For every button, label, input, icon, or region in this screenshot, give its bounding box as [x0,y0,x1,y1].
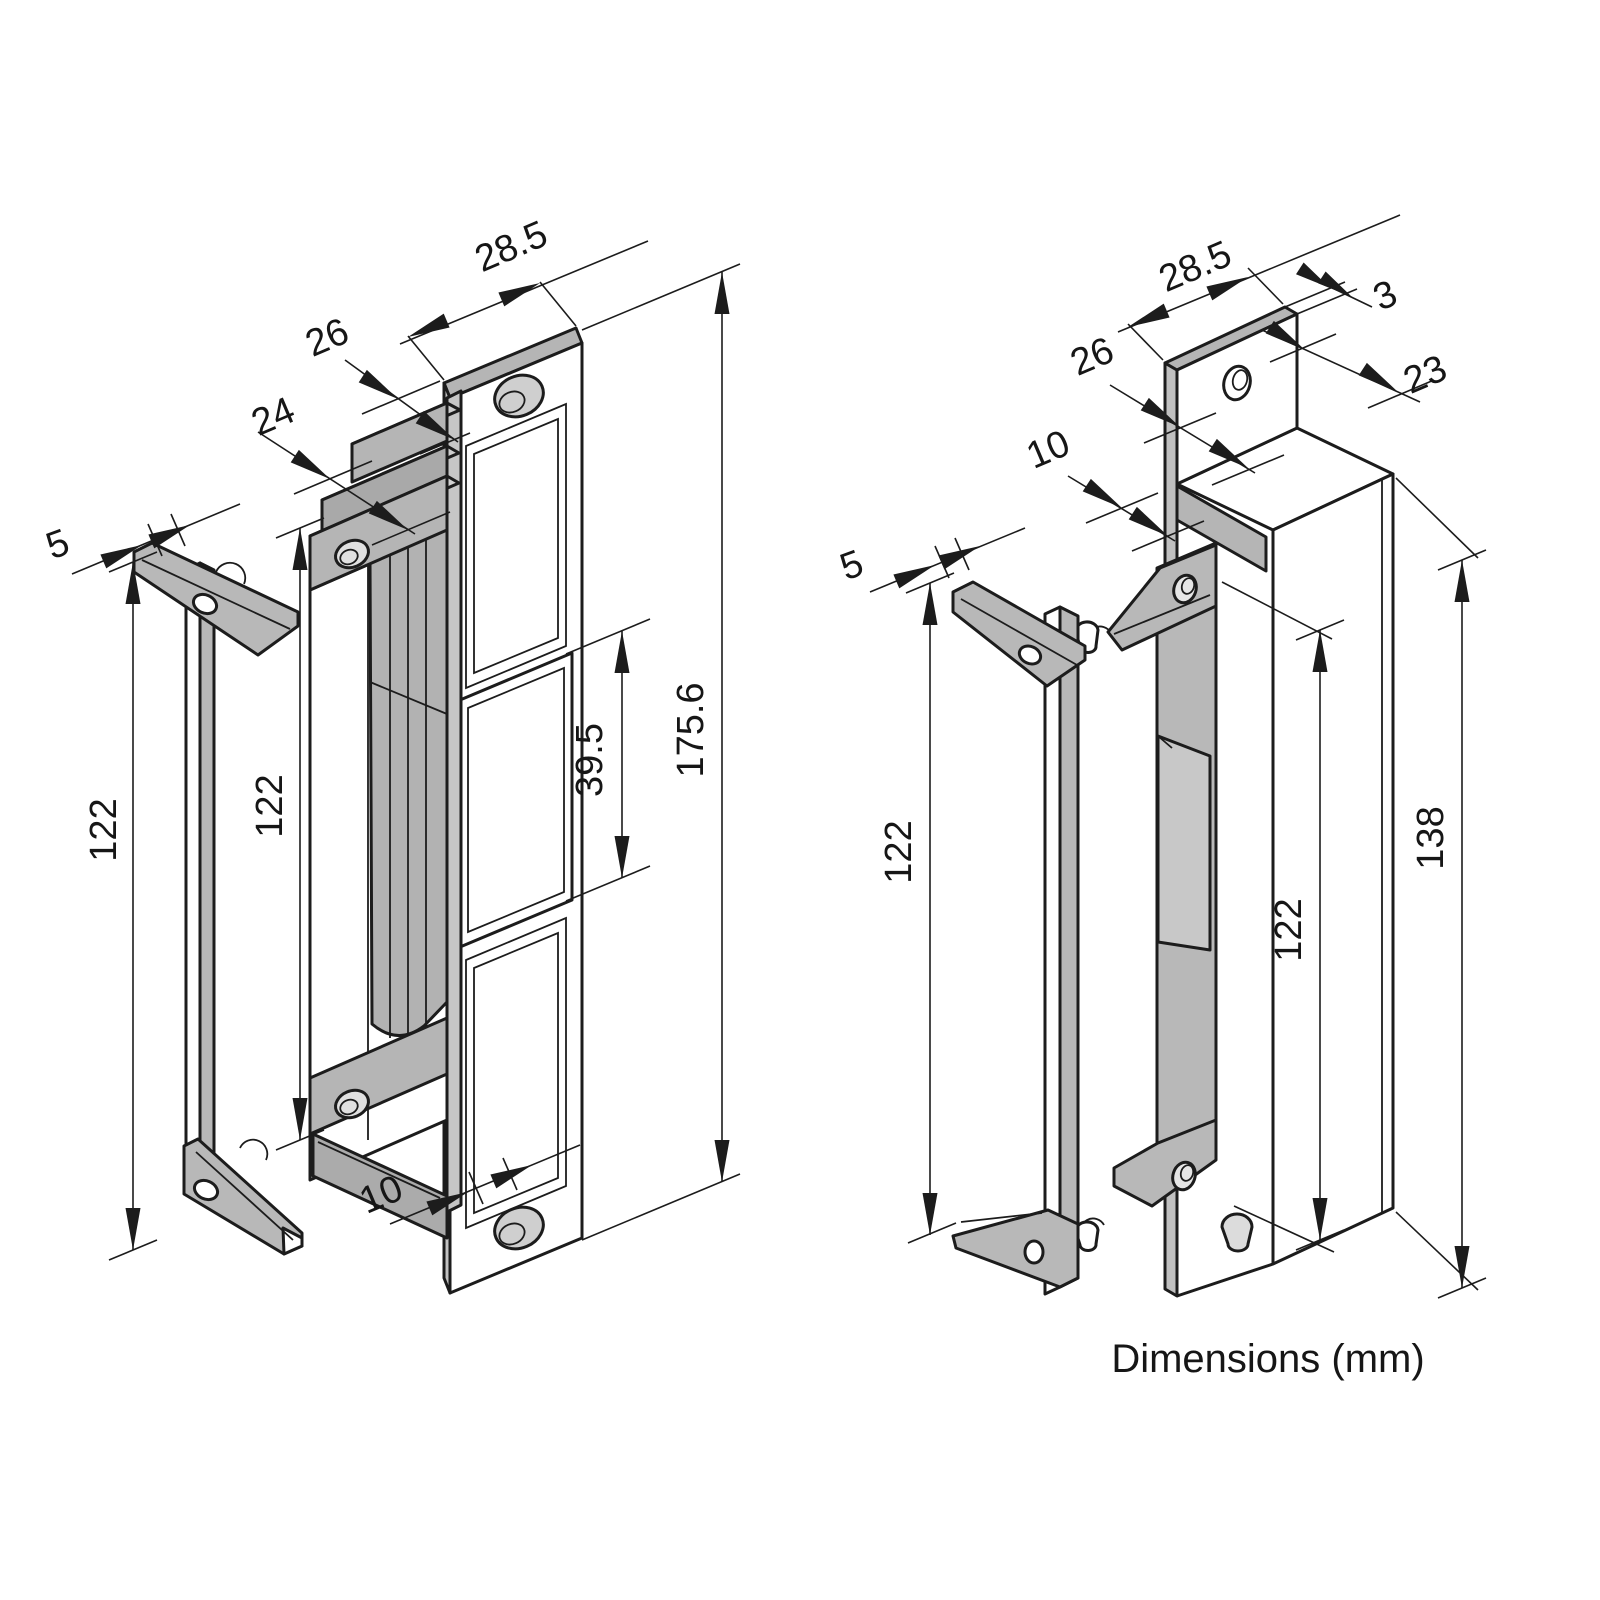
body-top-hole-inner [1180,577,1196,595]
rail-plate-front [1043,605,1062,1296]
rail-plate-side [1058,605,1080,1289]
keeper-rail-bracket [132,541,304,1256]
housing-bottom-edge [1176,1262,1274,1298]
bracket-top-pin [215,561,247,585]
bracket-top-hole [191,592,219,616]
dim-keeper-height: 122 [83,798,125,861]
housing [1175,426,1395,1298]
z-bracket-hole-inner [1231,369,1249,391]
dim-r-plate-thickness: 3 [1367,272,1403,319]
faceplate-bottom-screw-hole [493,1205,545,1251]
bottom-wedge [311,1132,449,1240]
body-top-flange [1106,543,1218,652]
dim-body-height: 122 [249,774,291,837]
bracket-plate-front [184,561,202,1195]
bottom-flange-hole-inner [339,1098,359,1116]
strike-body [308,389,463,1240]
dim-r-housing-width: 26 [1065,329,1120,384]
faceplate-bottom-screw-hole-inner [498,1222,526,1246]
bracket-plate-side [198,561,216,1188]
faceplate-cutout [458,651,574,949]
dim-keeper-thickness: 5 [41,521,75,568]
dim-r-faceplate-height: 138 [1410,806,1452,869]
faceplate-upper-panel [465,402,567,690]
caption-dimensions-mm: Dimensions (mm) [1111,1337,1424,1381]
strike-body-assembled [1079,541,1254,1253]
dim-r-body-height: 122 [1268,898,1310,961]
body-bottom-hole [1171,1160,1197,1192]
rail-foot-line [960,1212,1043,1223]
z-bracket-bend [1175,484,1268,573]
bracket-foot-hole [192,1178,220,1202]
keeper-rail-bracket-right [951,580,1100,1296]
rail-top-flange-line [960,598,1078,666]
z-bracket-hole [1222,364,1252,402]
faceplate-top-screw-hole [493,373,545,419]
dim-plate-width: 28.5 [469,213,553,281]
bracket-bottom-pin [239,1138,269,1161]
dim-housing-depth: 26 [300,310,355,365]
keeper-recess [1156,734,1212,952]
assembled-view: 28.5 3 23 26 10 [835,214,1487,1381]
dim-r-keeper-height: 122 [878,820,920,883]
bottom-wedge-line [317,1141,441,1199]
rail-foot-hole [1023,1239,1045,1265]
body-top-hole [1172,573,1198,605]
body-bottom-hole-inner [1179,1164,1195,1182]
bracket-foot-line [195,1151,294,1241]
body-bottom-flange [1112,1118,1218,1208]
rail-top-flange [951,580,1087,688]
dim-r-keeper-thickness: 5 [835,542,869,589]
dim-latch-opening: 39.5 [569,723,611,797]
exploded-view: 28.5 26 24 5 122 [41,213,741,1295]
rail-top-hole [1017,644,1043,666]
top-flange-hole-inner [339,548,359,566]
faceplate-cutout-inner [467,666,565,934]
bracket-top-flange [132,541,300,657]
housing-front-face [1271,472,1395,1266]
body-back-plate [445,389,463,1214]
top-flange-hole [334,538,370,570]
bottom-flange-hole [334,1088,370,1120]
dim-r-housing-depth: 23 [1398,347,1453,402]
faceplate [442,326,584,1295]
rail-foot [951,1208,1080,1289]
dim-flange-depth: 24 [246,389,301,444]
rail-bottom-pin [1074,1220,1100,1253]
faceplate-upper-panel-inner [473,417,559,675]
faceplate-top-screw-hole-inner [498,390,526,414]
mushroom-pin [1220,1212,1254,1253]
dim-faceplate-height: 175.6 [670,682,712,777]
dim-r-offset: 10 [1021,422,1076,477]
faceplate-lower-panel-inner [473,931,559,1215]
faceplate-lower-panel [465,916,567,1230]
body-top-flange-line [1113,594,1211,635]
keeper-recess-notch [1157,735,1173,749]
bracket-top-flange-line [141,559,291,630]
